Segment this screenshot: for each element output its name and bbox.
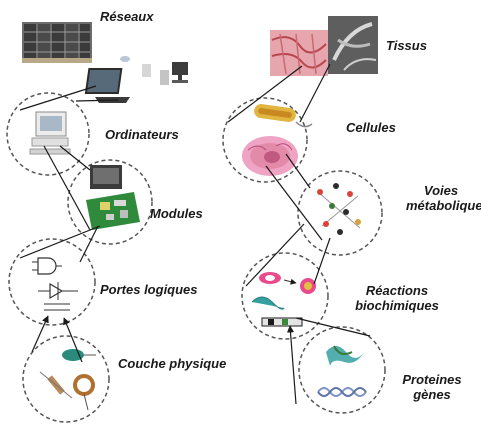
label-genes: gènes xyxy=(413,387,451,402)
label-portes-logiques: Portes logiques xyxy=(100,282,198,297)
metabolic-pathway-icon xyxy=(317,183,361,235)
cells-circle xyxy=(222,97,313,183)
label-biochimiques: biochimiques xyxy=(355,298,439,313)
proteins-genes-circle xyxy=(298,326,386,414)
biochemical-reactions-circle xyxy=(241,252,329,340)
label-tissus: Tissus xyxy=(386,38,427,53)
network-devices-icon xyxy=(84,56,188,103)
electronic-components-icon xyxy=(39,349,96,411)
computers-circle xyxy=(6,92,90,176)
protein-dna-icon xyxy=(317,345,367,397)
label-cellules: Cellules xyxy=(346,120,396,135)
tissue-micrograph-icon xyxy=(270,16,378,76)
label-modules: Modules xyxy=(150,206,203,221)
label-couche-physique: Couche physique xyxy=(118,356,227,371)
label-metaboliques: métaboliques xyxy=(406,198,481,213)
label-reactions: Réactions xyxy=(365,283,429,298)
label-ordinateurs: Ordinateurs xyxy=(105,127,179,142)
logic-gate-icon xyxy=(32,257,78,311)
right-connectors xyxy=(227,63,371,405)
physical-layer-circle xyxy=(22,335,110,423)
logic-gates-circle xyxy=(8,238,96,326)
label-voies-metaboliques: Voies métaboliques xyxy=(406,183,481,213)
circuit-board-icon xyxy=(86,165,140,230)
label-reseaux: Réseaux xyxy=(100,9,154,24)
label-proteines-genes: Proteines gènes xyxy=(396,372,468,402)
left-connectors xyxy=(19,85,119,363)
cell-icon xyxy=(242,104,313,176)
metabolic-pathways-circle xyxy=(297,170,383,256)
biochemical-reaction-icon xyxy=(251,272,316,327)
label-voies: Voies xyxy=(423,183,459,198)
label-reactions-biochimiques: Réactions biochimiques xyxy=(352,283,442,313)
computer-icon xyxy=(29,111,71,155)
label-proteines: Proteines xyxy=(402,372,462,387)
server-rack-icon xyxy=(22,22,92,63)
modules-circle xyxy=(67,159,153,245)
